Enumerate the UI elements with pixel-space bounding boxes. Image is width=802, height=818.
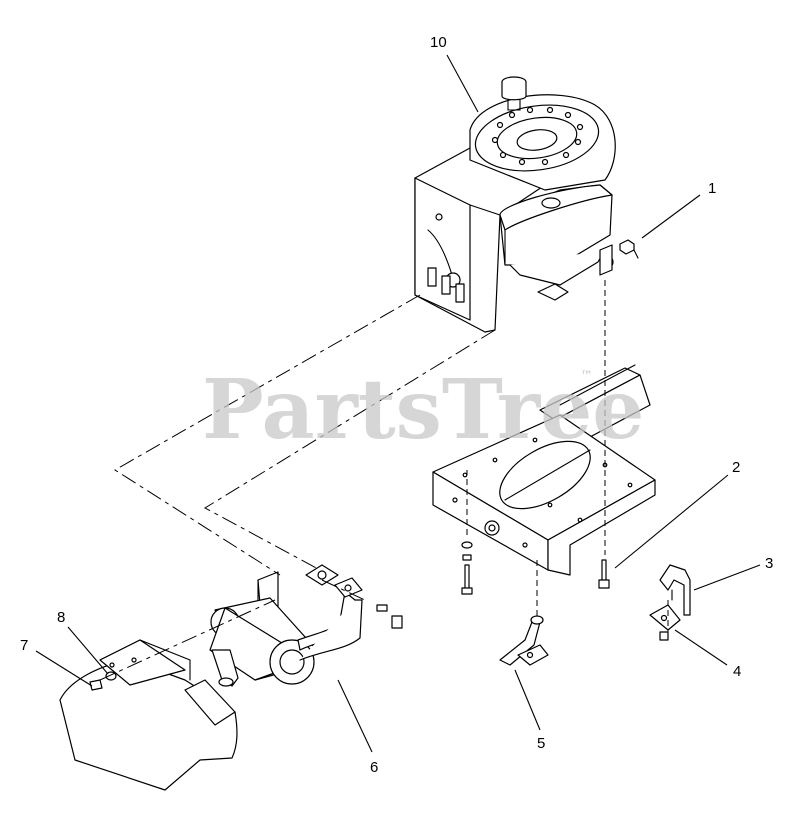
heat-shield[interactable] [59, 639, 238, 791]
screw-7[interactable] [89, 679, 103, 691]
bracket-4[interactable] [649, 604, 681, 641]
callout-5: 5 [537, 735, 545, 752]
callout-8: 8 [57, 609, 65, 626]
callout-3: 3 [765, 555, 773, 572]
bracket-5[interactable] [499, 615, 549, 666]
bracket-3[interactable] [659, 564, 691, 616]
callouts: 10 1 2 3 4 5 6 7 8 [20, 34, 773, 776]
gasket[interactable] [305, 564, 339, 586]
flywheel-holes [491, 106, 584, 166]
watermark: PartsTree ™ [202, 362, 644, 458]
callout-2: 2 [732, 459, 740, 476]
callout-6: 6 [370, 759, 378, 776]
callout-4: 4 [733, 663, 741, 680]
engine[interactable] [414, 76, 639, 333]
bolt-right[interactable] [598, 559, 610, 589]
assembly-lines [99, 280, 669, 681]
watermark-trademark: ™ [580, 369, 593, 384]
callout-1: 1 [708, 180, 716, 197]
callout-7: 7 [20, 637, 28, 654]
muffler[interactable] [209, 571, 363, 687]
muffler-bolt[interactable] [376, 604, 403, 629]
bolt-left[interactable] [461, 541, 473, 595]
callout-10: 10 [430, 34, 447, 51]
mounting-plate[interactable] [432, 364, 656, 576]
watermark-text: PartsTree [202, 362, 644, 458]
